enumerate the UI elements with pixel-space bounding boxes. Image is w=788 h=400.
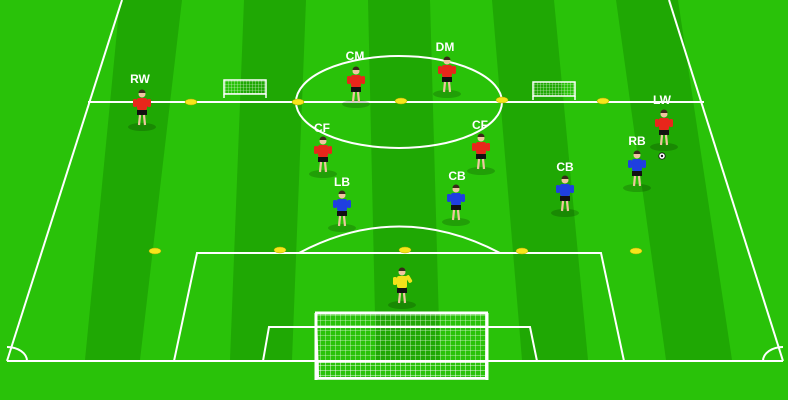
cone <box>273 246 287 254</box>
cone <box>495 96 509 104</box>
player-goalkeeper <box>388 267 416 309</box>
right-touchline <box>668 0 784 362</box>
label-cb-right: CB <box>556 160 574 174</box>
label-lb: LB <box>334 175 350 189</box>
soccer-ball-icon <box>658 152 666 160</box>
player-cm <box>342 66 370 108</box>
players <box>128 56 678 309</box>
player-lb <box>328 190 356 232</box>
cone <box>291 98 305 106</box>
label-cm: CM <box>346 49 365 63</box>
main-goal <box>314 311 489 380</box>
corner-arc-left <box>6 346 28 362</box>
penalty-arc <box>298 225 501 254</box>
cone <box>629 247 643 255</box>
player-dm <box>433 56 461 98</box>
cones <box>148 96 643 255</box>
mini-goal-left <box>223 79 267 98</box>
player-cf-right <box>467 133 495 175</box>
label-cb-left: CB <box>448 169 466 183</box>
cone <box>515 247 529 255</box>
player-rb <box>623 150 651 192</box>
cone <box>184 98 198 106</box>
label-rb: RB <box>628 134 646 148</box>
penalty-box <box>172 252 626 362</box>
cone <box>148 247 162 255</box>
cone <box>596 97 610 105</box>
corner-arc-right <box>762 346 784 362</box>
position-labels: RW CM DM LW CF CF RB LB CB CB <box>130 40 672 189</box>
player-lw <box>650 109 678 151</box>
player-rw <box>128 89 156 131</box>
label-dm: DM <box>436 40 455 54</box>
player-cb-right <box>551 175 579 217</box>
cone <box>394 97 408 105</box>
label-cf-right: CF <box>472 118 488 132</box>
player-cb-left <box>442 184 470 226</box>
left-touchline <box>6 0 123 362</box>
cone <box>398 246 412 254</box>
mini-goal-right <box>532 81 576 100</box>
player-cf-left <box>309 136 337 178</box>
label-rw: RW <box>130 72 150 86</box>
label-lw: LW <box>653 93 672 107</box>
label-cf-left: CF <box>314 121 330 135</box>
